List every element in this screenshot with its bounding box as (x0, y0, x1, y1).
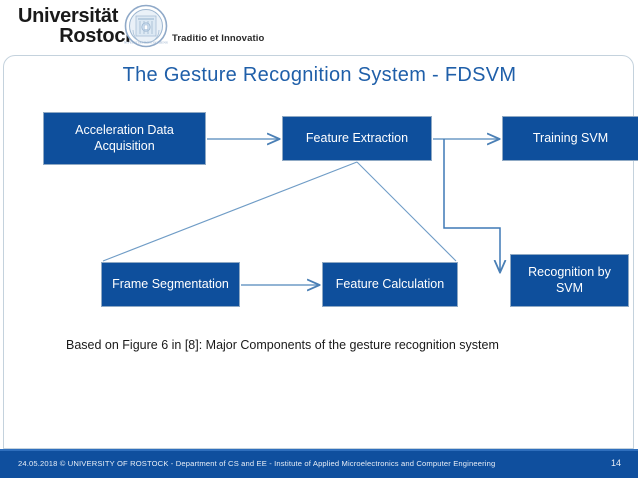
figure-caption: Based on Figure 6 in [8]: Major Componen… (66, 338, 499, 352)
node-acquisition[interactable]: Acceleration Data Acquisition (43, 112, 206, 165)
footer-copyright-text: 24.05.2018 © UNIVERSITY OF ROSTOCK - Dep… (18, 459, 496, 468)
page-title: The Gesture Recognition System - FDSVM (122, 64, 517, 86)
university-motto: Traditio et Innovatio (172, 33, 265, 44)
footer-page-number: 14 (610, 458, 621, 468)
svg-text:UNIVERSITAS ROSTOCHIENSIS: UNIVERSITAS ROSTOCHIENSIS (124, 41, 168, 45)
node-recognition-svm[interactable]: Recognition by SVM (510, 254, 629, 307)
node-frame-segmentation[interactable]: Frame Segmentation (101, 262, 240, 307)
edge-feature-extraction-to-feature-calculation (356, 161, 457, 262)
node-training-svm[interactable]: Training SVM (502, 116, 638, 161)
edge-feature-extraction-to-recognition (443, 139, 500, 272)
slide-content-frame: The Gesture Recognition System - FDSVM (3, 55, 638, 450)
node-feature-calculation[interactable]: Feature Calculation (322, 262, 458, 307)
slide-header: Universität Rostock UNIVERSITAS ROSTOCHI… (0, 0, 638, 53)
slide-footer: 24.05.2018 © UNIVERSITY OF ROSTOCK - Dep… (0, 449, 638, 478)
node-feature-extraction[interactable]: Feature Extraction (282, 116, 432, 161)
wordmark-line-2: Rostock (59, 25, 136, 47)
university-seal-icon: UNIVERSITAS ROSTOCHIENSIS (121, 4, 171, 48)
edge-feature-extraction-to-frame-segmentation (102, 161, 358, 262)
gesture-recognition-diagram: Acceleration Data Acquisition Feature Ex… (4, 56, 638, 450)
wordmark-line-1: Universität (18, 5, 119, 27)
university-wordmark: Universität Rostock (18, 6, 136, 46)
